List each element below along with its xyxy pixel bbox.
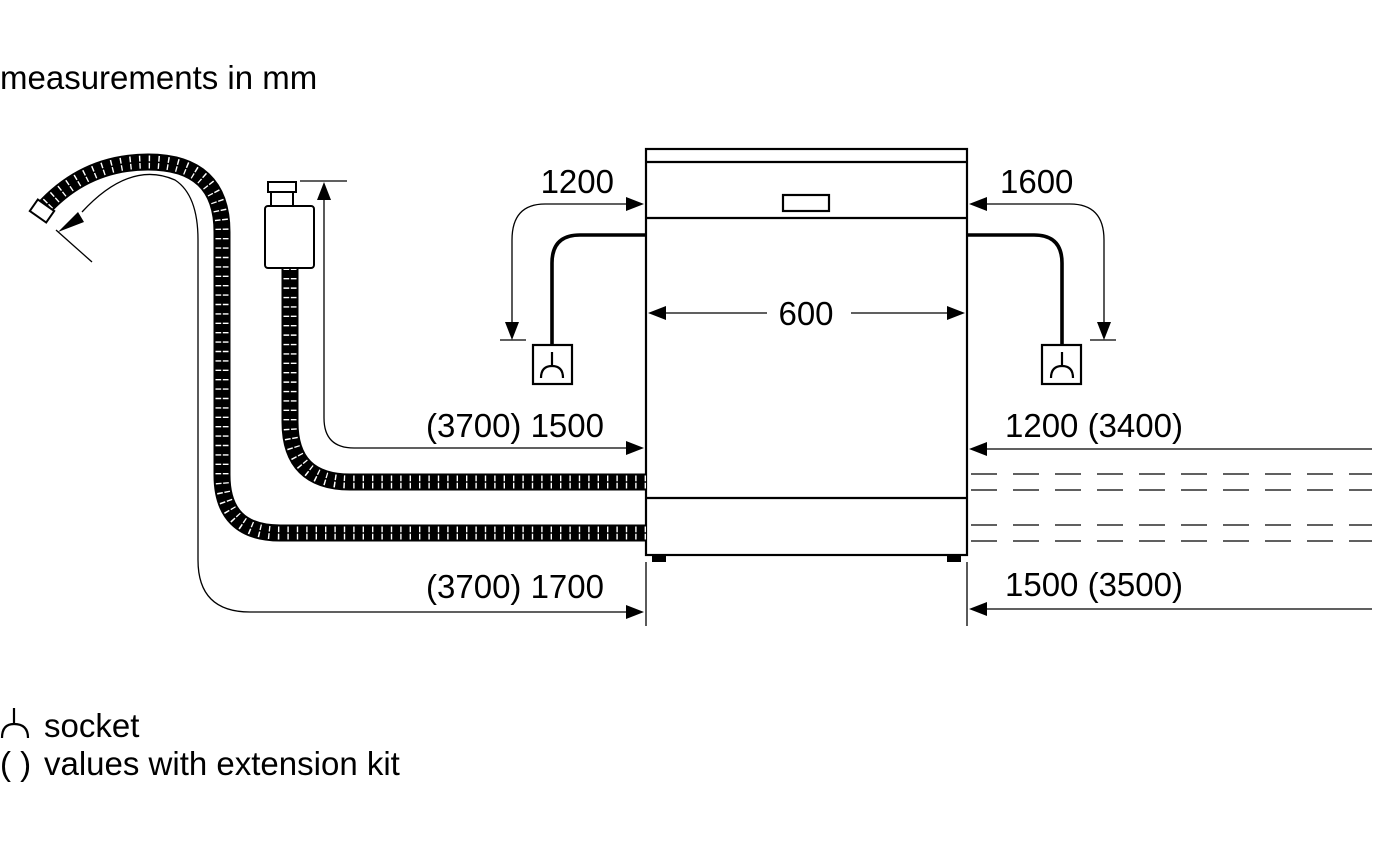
drain-dimension-right: 1500 (3500) bbox=[969, 566, 1372, 616]
water-right-label: 1200 (3400) bbox=[1005, 407, 1183, 444]
legend-extension-label: values with extension kit bbox=[44, 745, 400, 782]
water-inlet-hose bbox=[264, 181, 646, 491]
power-right-label: 1600 bbox=[1000, 163, 1073, 200]
extension-hose-dashed bbox=[971, 473, 1372, 542]
width-label: 600 bbox=[778, 295, 833, 332]
drain-hose bbox=[28, 153, 646, 542]
drain-right-label: 1500 (3500) bbox=[1005, 566, 1183, 603]
power-dimension-right: 1600 bbox=[969, 163, 1116, 341]
water-dimension-left: (3700) 1500 bbox=[300, 180, 644, 455]
legend: socket ( ) values with extension kit bbox=[0, 707, 400, 782]
diagram-title: measurements in mm bbox=[0, 59, 317, 96]
control-display bbox=[781, 193, 831, 213]
tap-nut bbox=[267, 181, 297, 193]
legend-socket-label: socket bbox=[44, 707, 139, 744]
power-left-label: 1200 bbox=[541, 163, 614, 200]
socket-icon bbox=[0, 708, 30, 739]
width-dimension: 600 bbox=[648, 295, 965, 332]
drain-reach-arc: (3700) 1700 bbox=[55, 173, 644, 619]
drain-left-label: (3700) 1700 bbox=[426, 568, 604, 605]
foot-right bbox=[947, 555, 961, 562]
tap-connector bbox=[270, 191, 294, 207]
legend-extension-symbol: ( ) bbox=[0, 745, 31, 782]
foot-left bbox=[652, 555, 666, 562]
power-cable-left bbox=[550, 233, 646, 345]
dishwasher-body bbox=[644, 147, 969, 562]
water-left-label: (3700) 1500 bbox=[426, 407, 604, 444]
power-dimension-left: 1200 bbox=[500, 163, 644, 341]
socket-icon bbox=[1040, 343, 1083, 386]
aquastop-valve bbox=[264, 205, 315, 269]
power-cable-right bbox=[967, 233, 1064, 345]
socket-icon bbox=[531, 343, 574, 386]
drain-hose-end bbox=[28, 198, 56, 224]
water-dimension-right: 1200 (3400) bbox=[969, 407, 1372, 456]
